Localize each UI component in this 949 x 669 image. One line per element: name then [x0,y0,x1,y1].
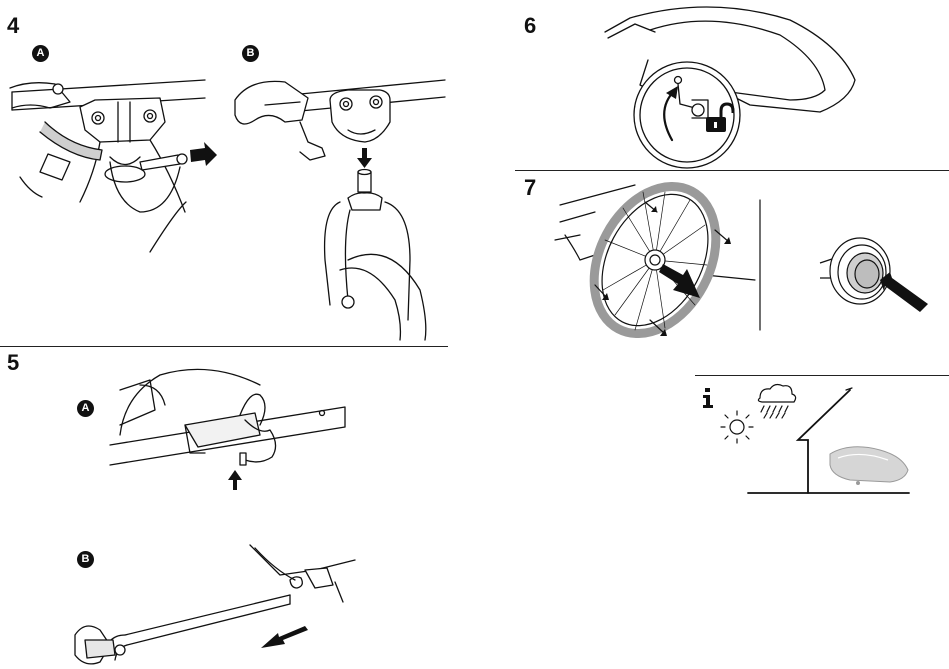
step-5-substep-b-badge: B [77,551,94,568]
info-icon [703,388,713,408]
step-5-number: 5 [7,350,20,375]
divider-step-6-7 [515,170,949,171]
pull-arrow-icon [261,626,308,648]
push-arrow-icon [190,142,217,166]
up-arrow-icon [228,470,242,490]
divider-info [695,375,949,376]
step-4a-illustration [0,62,217,252]
step-4-substep-b-badge: B [242,45,259,62]
step-7-detail-illustration [820,228,928,312]
storage-illustration [720,380,949,510]
step-7-wheel-illustration [555,180,765,340]
rain-cloud-icon [758,385,795,418]
step-5b-illustration [65,540,385,669]
step-4b-illustration [230,60,450,340]
step-6-illustration [600,0,870,172]
unlock-padlock-icon [706,104,733,132]
step-6-number: 6 [524,13,537,38]
step-5-substep-a-badge: A [77,400,94,417]
push-arrow-icon [880,272,928,312]
step-4-substep-a-badge: A [32,45,49,62]
step-7-number: 7 [524,175,537,200]
push-arrow-icon [659,264,700,298]
sun-icon [721,411,753,443]
step-4-number: 4 [7,13,20,38]
step-5a-illustration [100,365,360,490]
divider-step-4-5 [0,346,448,347]
down-arrow-icon [357,148,372,168]
